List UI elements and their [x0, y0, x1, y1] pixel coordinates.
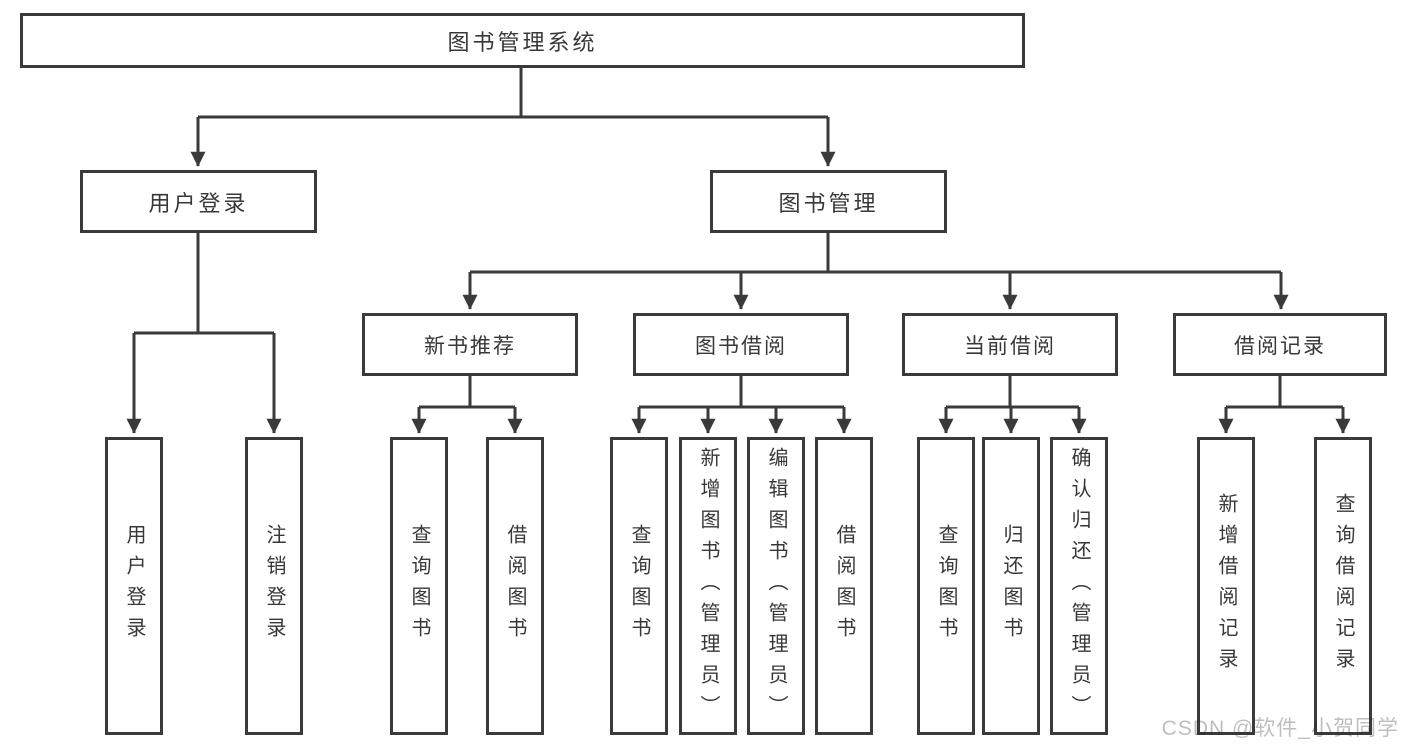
leaf-add-book-admin-label: 新增图书（管理员）	[697, 446, 719, 726]
leaf-borrow-book-2-label: 借阅图书	[833, 524, 855, 648]
leaf-query-borrow-record: 查询借阅记录	[1314, 437, 1372, 735]
leaf-query-borrow-record-label: 查询借阅记录	[1332, 493, 1354, 679]
connector-trunks	[134, 68, 1343, 409]
leaf-edit-book-admin-label: 编辑图书（管理员）	[765, 446, 787, 726]
node-new-book-recommend-label: 新书推荐	[424, 334, 516, 358]
leaf-query-book-2: 查询图书	[610, 437, 668, 735]
node-borrowing-records: 借阅记录	[1173, 313, 1387, 376]
node-current-borrowing: 当前借阅	[902, 313, 1118, 376]
leaf-borrow-book-1-label: 借阅图书	[504, 524, 526, 648]
leaf-query-book-2-label: 查询图书	[628, 524, 650, 648]
node-user-login-label: 用户登录	[148, 190, 249, 216]
leaf-add-borrow-record-label: 新增借阅记录	[1215, 493, 1237, 679]
leaf-user-login-label: 用户登录	[123, 524, 145, 648]
leaf-return-book: 归还图书	[982, 437, 1040, 735]
leaf-confirm-return-admin-label: 确认归还（管理员）	[1068, 446, 1090, 726]
leaf-query-book-3-label: 查询图书	[935, 524, 957, 648]
node-user-login: 用户登录	[80, 170, 317, 233]
node-book-management-label: 图书管理	[778, 190, 879, 216]
leaf-logout: 注销登录	[245, 437, 303, 735]
leaf-borrow-book-2: 借阅图书	[815, 437, 873, 735]
leaf-confirm-return-admin: 确认归还（管理员）	[1050, 437, 1108, 735]
leaf-edit-book-admin: 编辑图书（管理员）	[747, 437, 805, 735]
leaf-query-book-1-label: 查询图书	[408, 524, 430, 648]
node-book-borrowing: 图书借阅	[633, 313, 849, 376]
node-root: 图书管理系统	[20, 13, 1025, 68]
node-book-borrowing-label: 图书借阅	[695, 334, 787, 358]
leaf-user-login: 用户登录	[105, 437, 163, 735]
leaf-add-book-admin: 新增图书（管理员）	[679, 437, 737, 735]
leaf-query-book-1: 查询图书	[390, 437, 448, 735]
node-borrowing-records-label: 借阅记录	[1234, 334, 1326, 358]
node-current-borrowing-label: 当前借阅	[964, 334, 1056, 358]
leaf-return-book-label: 归还图书	[1000, 524, 1022, 648]
node-book-management: 图书管理	[710, 170, 947, 233]
csdn-watermark: CSDN @软件_小贺同学	[1161, 717, 1399, 740]
leaf-borrow-book-1: 借阅图书	[486, 437, 544, 735]
leaf-add-borrow-record: 新增借阅记录	[1197, 437, 1255, 735]
leaf-query-book-3: 查询图书	[917, 437, 975, 735]
node-new-book-recommend: 新书推荐	[362, 313, 578, 376]
leaf-logout-label: 注销登录	[263, 524, 285, 648]
node-root-label: 图书管理系统	[447, 29, 598, 55]
